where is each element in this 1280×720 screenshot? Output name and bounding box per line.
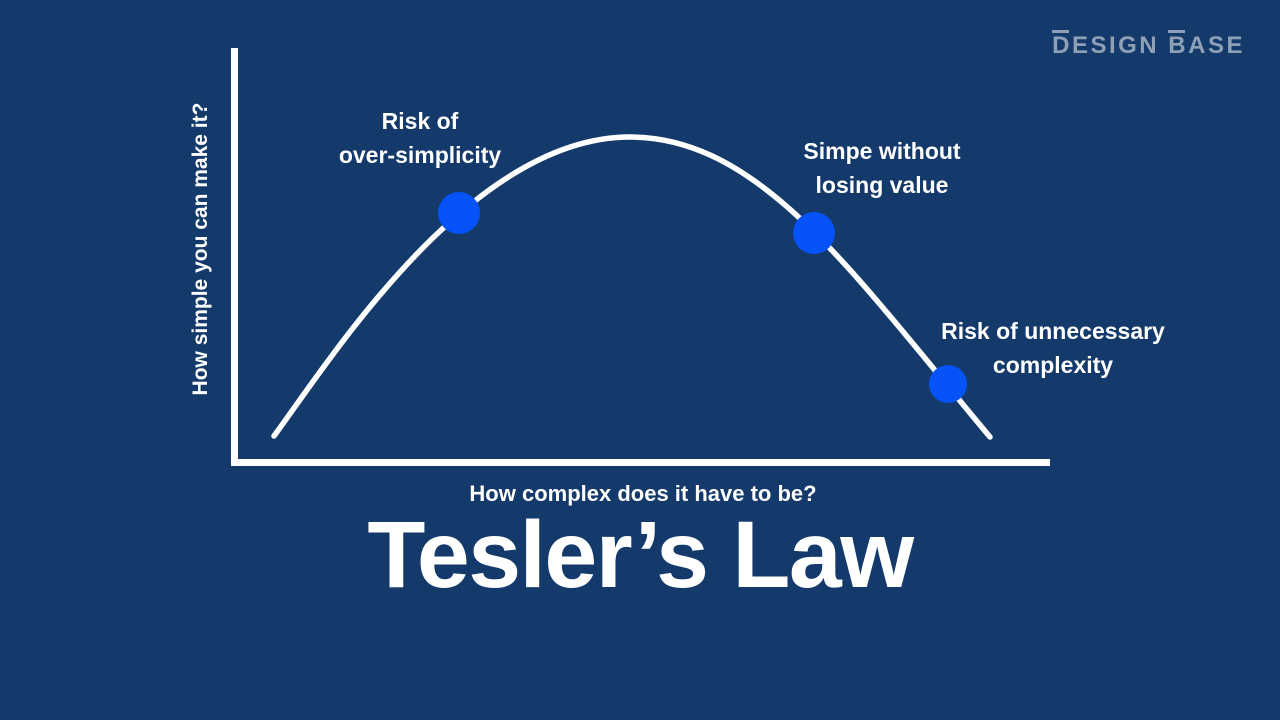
point-label-line: over-simplicity	[338, 142, 502, 168]
complexity-curve	[271, 134, 993, 440]
point-label-simple-without-losing-value: Simpe without losing value	[803, 134, 960, 202]
brand-logo-text: DESIGN BASE	[1052, 32, 1245, 59]
logo-overline-icon	[1052, 30, 1070, 33]
point-simple-without-losing-value	[793, 212, 835, 254]
point-label-unnecessary-complexity: Risk of unnecessary complexity	[941, 314, 1165, 382]
x-axis-line	[231, 459, 1050, 466]
point-label-line: Risk of unnecessary	[941, 318, 1165, 344]
point-label-over-simplicity: Risk of over-simplicity	[339, 104, 501, 172]
x-axis-label: How complex does it have to be?	[0, 481, 1280, 507]
point-label-line: Simpe without	[803, 138, 961, 164]
logo-overline-icon	[1168, 30, 1186, 33]
point-over-simplicity	[438, 192, 480, 234]
brand-logo: DESIGN BASE	[1052, 30, 1245, 59]
page-title: Tesler’s Law	[367, 502, 914, 608]
point-label-line: Risk of	[381, 108, 459, 134]
point-label-line: losing value	[815, 172, 949, 198]
point-label-line: complexity	[992, 352, 1114, 378]
point-unnecessary-complexity	[929, 365, 967, 403]
y-axis-label: How simple you can make it?	[189, 102, 212, 396]
y-axis-line	[231, 48, 238, 466]
x-axis-label-text: How complex does it have to be?	[469, 481, 817, 506]
